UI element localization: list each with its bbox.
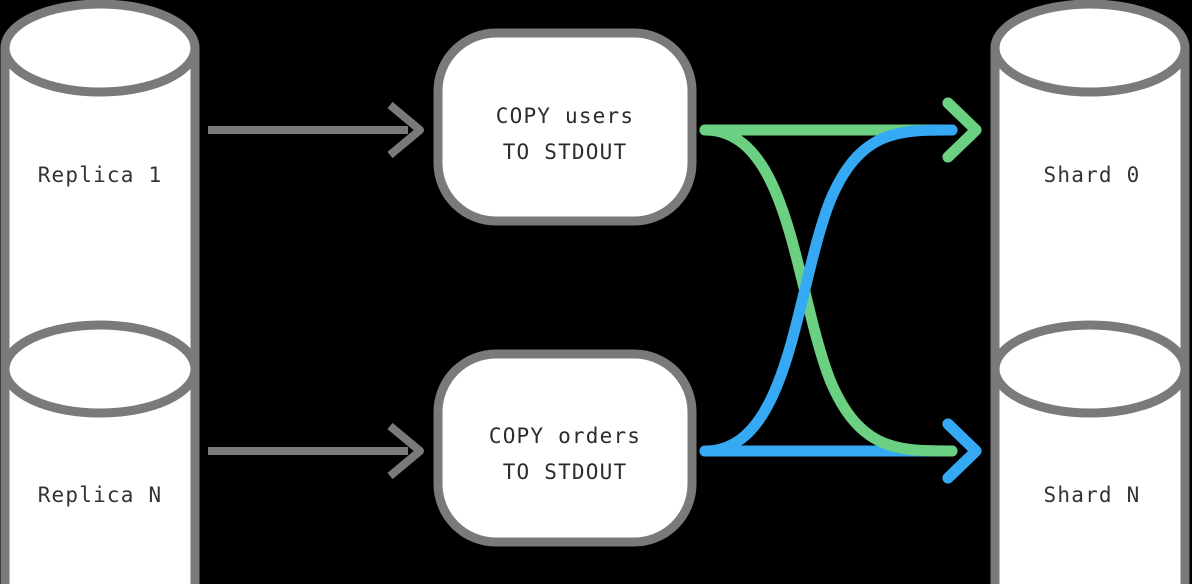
cylinder-body-replica-n: [0, 364, 200, 584]
process-box-copy-orders: [433, 349, 697, 547]
process-label-copy-orders-line1: COPY orders: [489, 424, 641, 448]
arrowhead-gray-bottom: [387, 422, 424, 480]
node-shard-n[interactable]: Shard N: [990, 320, 1190, 584]
arrowhead-gray-top: [387, 101, 424, 159]
process-label-copy-orders-line2: TO STDOUT: [503, 460, 628, 484]
edge-replica1-to-copyusers: [208, 101, 424, 159]
edge-replican-to-copyorders: [208, 422, 424, 480]
node-copy-users[interactable]: COPY users TO STDOUT: [433, 28, 697, 226]
process-label-copy-users-line2: TO STDOUT: [503, 140, 628, 164]
edge-copyorders-to-shard0: [699, 124, 958, 457]
edge-curve-green: [699, 124, 958, 457]
node-copy-orders[interactable]: COPY orders TO STDOUT: [433, 349, 697, 547]
cylinder-top-shard-0: [990, 0, 1190, 97]
node-label-shard-n: Shard N: [1044, 483, 1141, 507]
cylinder-body-shard-n: [990, 364, 1190, 584]
arrowhead-blue-bottom-overlay: [942, 418, 982, 484]
edge-curve-blue: [699, 124, 958, 457]
node-label-shard-0: Shard 0: [1044, 163, 1141, 187]
node-replica-n[interactable]: Replica N: [0, 320, 200, 584]
cylinder-top-replica-1: [0, 0, 200, 97]
arrowhead-green-top-overlay: [942, 97, 982, 163]
process-box-copy-users: [433, 28, 697, 226]
cylinder-top-shard-n: [990, 320, 1190, 418]
process-label-copy-users-line1: COPY users: [496, 104, 634, 128]
edge-copyusers-to-shardn: [699, 124, 958, 457]
cylinder-top-replica-n: [0, 320, 200, 418]
node-label-replica-n: Replica N: [38, 483, 163, 507]
node-label-replica-1: Replica 1: [38, 163, 163, 187]
